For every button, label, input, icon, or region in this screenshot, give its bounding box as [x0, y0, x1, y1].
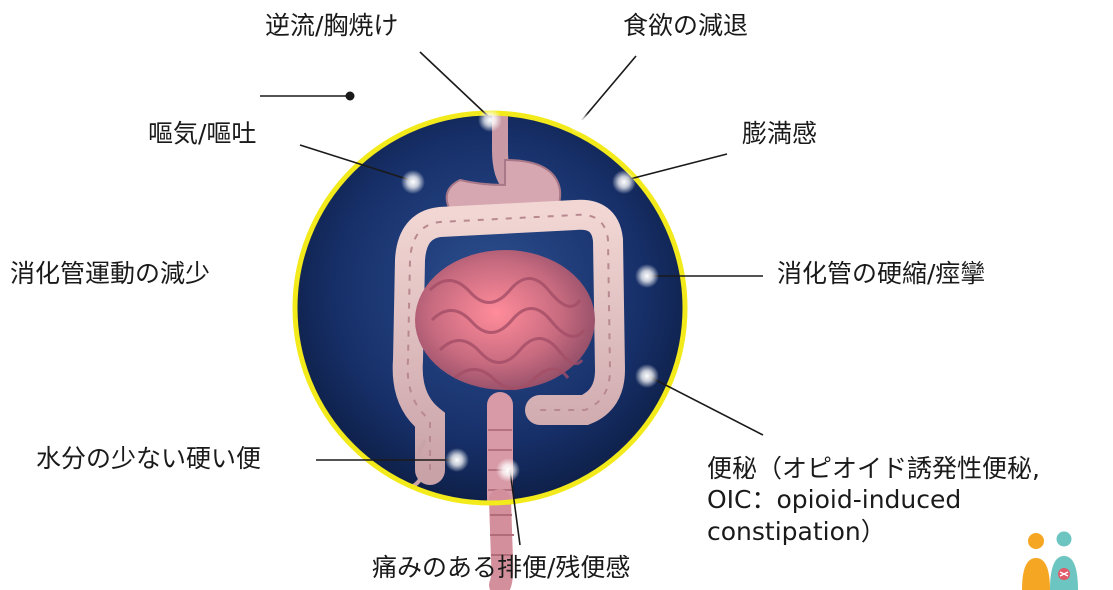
label-spasm: 消化管の硬縮/痙攣	[777, 258, 985, 289]
marker-reflux	[478, 108, 502, 132]
line-constipation	[648, 376, 763, 435]
small-intestine	[415, 250, 595, 390]
anatomy-circle	[280, 100, 700, 520]
marker-nausea	[401, 170, 425, 194]
marker-constipation	[635, 364, 659, 388]
label-appetite: 食欲の減退	[623, 10, 748, 41]
label-painful-defecation: 痛みのある排便/残便感	[372, 552, 630, 583]
label-constipation-line1: 便秘（オピオイド誘発性便秘,	[707, 453, 1040, 484]
people-logo-icon	[1016, 528, 1096, 590]
label-hard-stool: 水分の少ない硬い便	[36, 443, 261, 474]
label-constipation: 便秘（オピオイド誘発性便秘, OIC：opioid-induced consti…	[707, 453, 1040, 547]
marker-hard-stool	[445, 448, 469, 472]
label-reflux: 逆流/胸焼け	[265, 10, 398, 41]
line-bloating	[626, 154, 727, 180]
label-motility: 消化管運動の減少	[10, 258, 210, 289]
label-constipation-line3: constipation）	[707, 516, 1040, 547]
marker-appetite	[568, 110, 592, 134]
line-reflux	[420, 52, 490, 118]
marker-bloating	[612, 170, 636, 194]
marker-spasm	[635, 264, 659, 288]
marker-painful-defecation	[496, 458, 520, 482]
label-nausea: 嘔気/嘔吐	[148, 118, 256, 149]
label-bloating: 膨満感	[742, 118, 817, 149]
line-appetite	[582, 56, 636, 120]
stray-line-dot	[346, 92, 355, 101]
label-constipation-line2: OIC：opioid-induced	[707, 484, 1040, 515]
